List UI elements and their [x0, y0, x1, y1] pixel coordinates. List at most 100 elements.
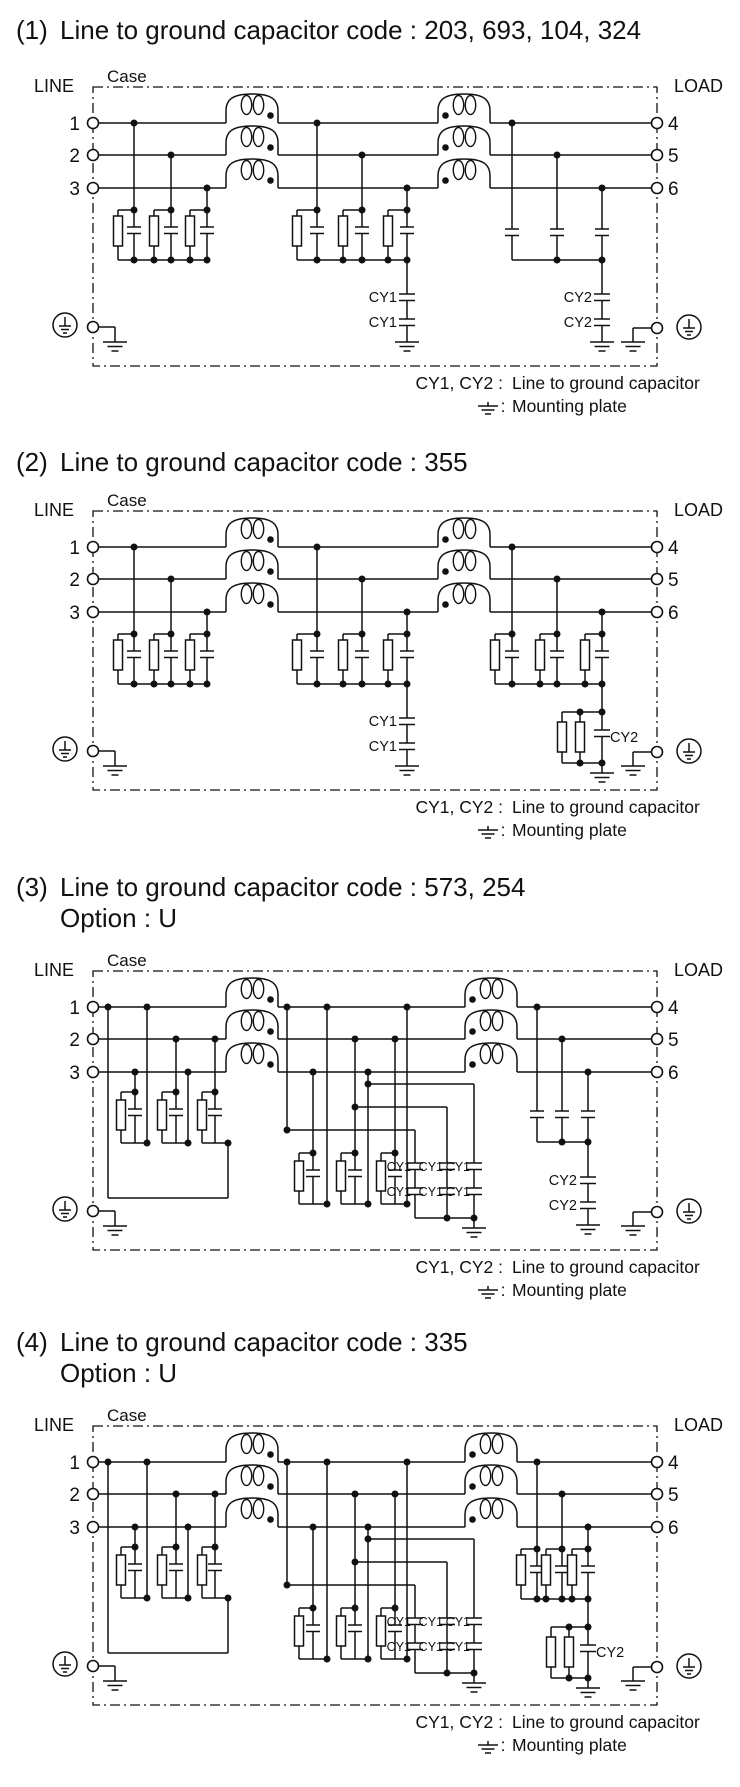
- legend-cy-text: Line to ground capacitor: [512, 797, 700, 817]
- resistor-icon: [184, 639, 196, 671]
- cy-label: CY1: [446, 1615, 470, 1629]
- junction-dot: [542, 1595, 550, 1603]
- junction-dot: [150, 256, 158, 264]
- cy-label: CY1: [387, 1185, 411, 1199]
- terminal: [86, 1659, 100, 1673]
- terminal-number: 4: [668, 998, 679, 1019]
- resistor-icon: [156, 1099, 168, 1131]
- phase-dot: [267, 112, 274, 119]
- section-number: (4): [16, 1327, 48, 1357]
- legend-mounting-plate-icon: [478, 402, 498, 415]
- capacitor-icon: [580, 1201, 596, 1210]
- phase-dot: [442, 177, 449, 184]
- junction-dot: [565, 1674, 573, 1682]
- legend-colon: :: [501, 1280, 506, 1300]
- phase-dot: [267, 144, 274, 151]
- capacitor-icon: [550, 228, 564, 237]
- mounting-plate-icon: [103, 341, 127, 352]
- case-border: [92, 970, 658, 1251]
- cm-choke-icon: [464, 1432, 518, 1527]
- terminal: [86, 744, 100, 758]
- cy-label: CY1: [387, 1640, 411, 1654]
- terminal-number: 6: [668, 1063, 679, 1084]
- phase-dot: [267, 1516, 274, 1523]
- legend-mount-text: Mounting plate: [512, 1280, 627, 1300]
- junction-dot: [150, 680, 158, 688]
- capacitor-icon: [399, 293, 415, 302]
- legend-cy-label: CY1, CY2 :: [415, 1712, 503, 1732]
- mounting-plate-icon: [103, 1225, 127, 1236]
- junction-dot: [358, 680, 366, 688]
- terminal-number: 6: [668, 1518, 679, 1539]
- capacitor-icon: [550, 650, 564, 659]
- resistor-icon: [515, 1554, 527, 1586]
- resistor-icon: [545, 1636, 557, 1668]
- cy-label: CY1: [369, 290, 397, 306]
- terminal-number: 6: [668, 179, 679, 200]
- phase-dot: [469, 1028, 476, 1035]
- mounting-plate-icon: [621, 1680, 645, 1691]
- mounting-plate-icon: [621, 765, 645, 776]
- junction-dot: [553, 680, 561, 688]
- terminal-number: 4: [668, 114, 679, 135]
- terminal: [86, 1000, 100, 1014]
- junction-dot: [536, 680, 544, 688]
- terminal-number: 1: [69, 998, 80, 1019]
- capacitor-icon: [505, 650, 519, 659]
- junction-dot: [384, 256, 392, 264]
- terminal-number: 2: [69, 1030, 80, 1051]
- line-label: LINE: [34, 500, 74, 520]
- resistor-icon: [382, 215, 394, 247]
- protective-earth-icon: [52, 1196, 78, 1222]
- junction-dot: [130, 680, 138, 688]
- capacitor-icon: [169, 1108, 183, 1117]
- capacitor-icon: [595, 228, 609, 237]
- legend-cy-label: CY1, CY2 :: [415, 1257, 503, 1277]
- capacitor-icon: [306, 1624, 320, 1633]
- cy-label: CY1: [419, 1640, 443, 1654]
- capacitor-icon: [400, 650, 414, 659]
- junction-dot: [167, 256, 175, 264]
- terminal: [650, 572, 664, 586]
- junction-dot: [130, 256, 138, 264]
- mounting-plate-icon: [103, 1680, 127, 1691]
- capacitor-icon: [594, 293, 610, 302]
- junction-dot: [508, 680, 516, 688]
- phase-dot: [469, 1516, 476, 1523]
- case-border: [92, 86, 658, 367]
- junction-dot: [186, 256, 194, 264]
- section-title: Line to ground capacitor code : 355: [60, 447, 468, 477]
- terminal: [86, 572, 100, 586]
- phase-dot: [442, 536, 449, 543]
- terminal-number: 2: [69, 570, 80, 591]
- cm-choke-icon: [225, 93, 279, 188]
- terminal: [650, 1205, 664, 1219]
- resistor-icon: [291, 639, 303, 671]
- capacitor-icon: [580, 1176, 596, 1185]
- resistor-icon: [184, 215, 196, 247]
- terminal-number: 5: [668, 570, 679, 591]
- mounting-plate-icon: [576, 1224, 600, 1235]
- resistor-icon: [382, 639, 394, 671]
- junction-dot: [443, 1669, 451, 1677]
- terminal: [650, 1487, 664, 1501]
- section-number: (2): [16, 447, 48, 477]
- phase-dot: [442, 144, 449, 151]
- load-label: LOAD: [674, 960, 723, 980]
- phase-dot: [267, 1028, 274, 1035]
- resistor-icon: [335, 1615, 347, 1647]
- junction-dot: [313, 256, 321, 264]
- terminal-number: 2: [69, 1485, 80, 1506]
- capacitor-icon: [127, 650, 141, 659]
- junction-dot: [313, 680, 321, 688]
- resistor-icon: [293, 1160, 305, 1192]
- protective-earth-icon: [676, 1198, 702, 1224]
- legend-cy-label: CY1, CY2 :: [415, 373, 503, 393]
- legend-cy-text: Line to ground capacitor: [512, 1712, 700, 1732]
- resistor-icon: [563, 1636, 575, 1668]
- terminal: [650, 116, 664, 130]
- capacitor-icon: [169, 1563, 183, 1572]
- capacitor-icon: [355, 650, 369, 659]
- phase-dot: [267, 568, 274, 575]
- capacitor-icon: [200, 650, 214, 659]
